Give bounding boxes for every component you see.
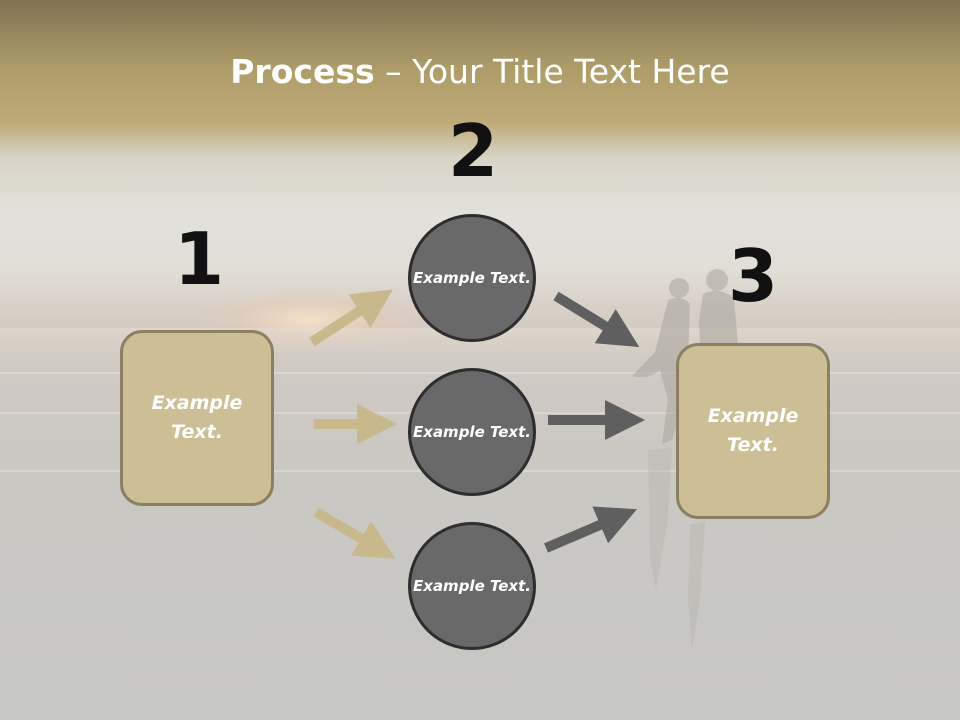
circle-3: Example Text. — [408, 522, 536, 650]
step-number-2: 2 — [447, 109, 499, 193]
title-bold: Process — [230, 52, 375, 91]
arrow-right-up — [544, 506, 637, 553]
step-number-1: 1 — [173, 217, 225, 301]
slide-title: Process – Your Title Text Here — [0, 52, 960, 91]
circle-2: Example Text. — [408, 368, 536, 496]
arrow-right-up — [309, 289, 393, 347]
step-3-text: Example Text. — [707, 405, 799, 456]
step-1-text: Example Text. — [151, 392, 243, 443]
arrow-right-down — [553, 291, 640, 348]
step-number-3: 3 — [727, 234, 779, 318]
step-1-box: Example Text. — [120, 330, 274, 506]
arrow-right-down — [313, 507, 396, 559]
circle-3-text: Example Text. — [413, 576, 531, 595]
step-3-box: Example Text. — [676, 343, 830, 519]
circle-2-text: Example Text. — [413, 422, 531, 441]
title-rest: – Your Title Text Here — [374, 52, 730, 91]
circle-1: Example Text. — [408, 214, 536, 342]
circle-1-text: Example Text. — [413, 268, 531, 287]
